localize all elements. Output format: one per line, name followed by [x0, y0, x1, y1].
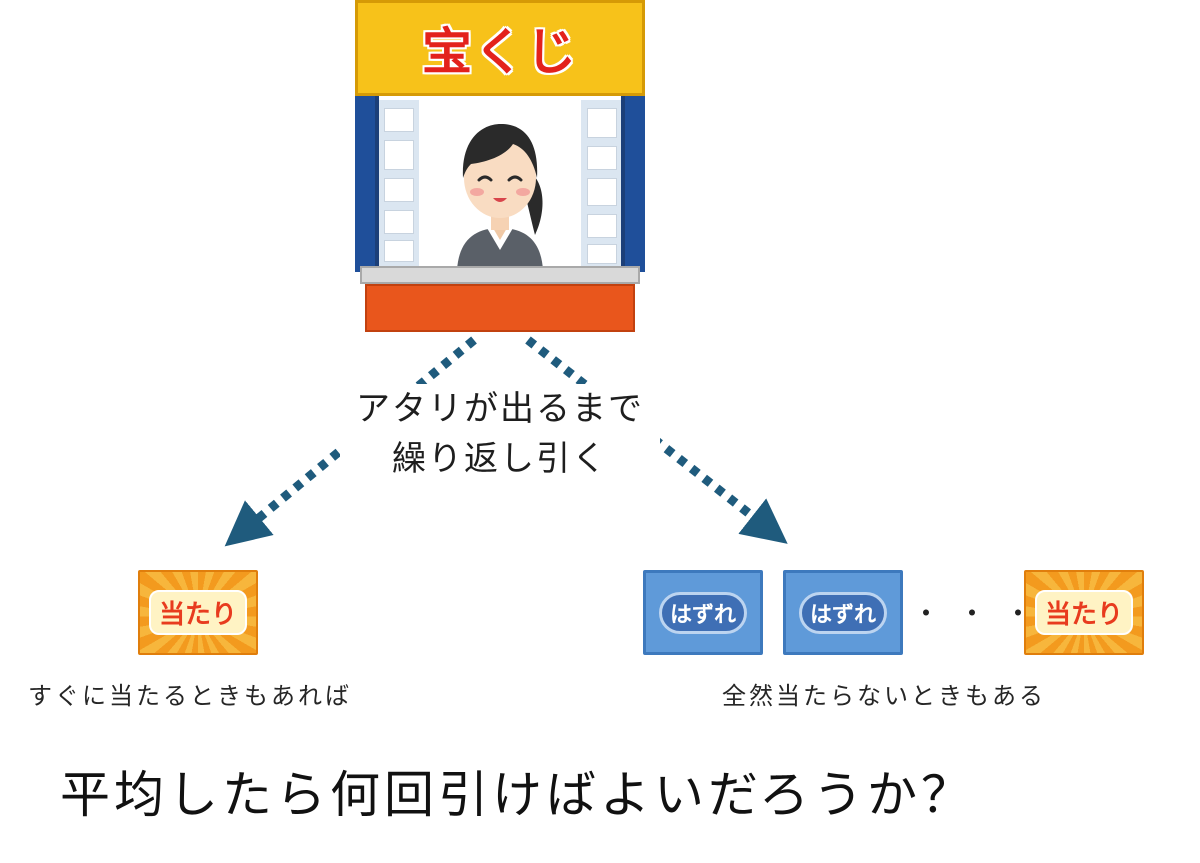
lottery-booth-illustration: 宝くじ: [355, 0, 645, 334]
lose-card-label: はずれ: [798, 591, 887, 634]
booth-counter: [360, 266, 640, 284]
right-caption: 全然当たらないときもある: [722, 682, 1046, 710]
poster: [384, 240, 414, 262]
poster: [587, 108, 617, 138]
booth-right-panel: [581, 100, 621, 268]
win-card-label: 当たり: [148, 590, 247, 635]
poster: [587, 178, 617, 206]
win-card-label: 当たり: [1034, 590, 1133, 635]
left-caption: すぐに当たるときもあれば: [28, 682, 352, 710]
center-caption: アタリが出るまで 繰り返し引く: [340, 384, 660, 484]
lose-card: はずれ: [643, 570, 763, 655]
poster: [384, 178, 414, 202]
win-card: 当たり: [138, 570, 258, 655]
center-caption-line-1: アタリが出るまで: [356, 389, 644, 429]
poster: [587, 244, 617, 264]
center-caption-line-2: 繰り返し引く: [392, 439, 608, 479]
booth-sign: 宝くじ: [355, 0, 645, 96]
booth-sign-text: 宝くじ: [422, 23, 578, 81]
question-text: 平均したら何回引けばよいだろうか？: [60, 766, 975, 824]
poster: [384, 140, 414, 170]
ellipsis: ・・・: [912, 597, 1051, 630]
poster: [587, 214, 617, 238]
booth-base: [365, 284, 635, 332]
arrow-right: [525, 336, 788, 544]
lose-card-label: はずれ: [658, 591, 747, 634]
poster: [384, 108, 414, 132]
clerk-icon: [457, 124, 543, 270]
lose-card: はずれ: [783, 570, 903, 655]
win-card: 当たり: [1024, 570, 1144, 655]
booth-left-panel: [379, 100, 419, 268]
poster: [384, 210, 414, 234]
poster: [587, 146, 617, 170]
